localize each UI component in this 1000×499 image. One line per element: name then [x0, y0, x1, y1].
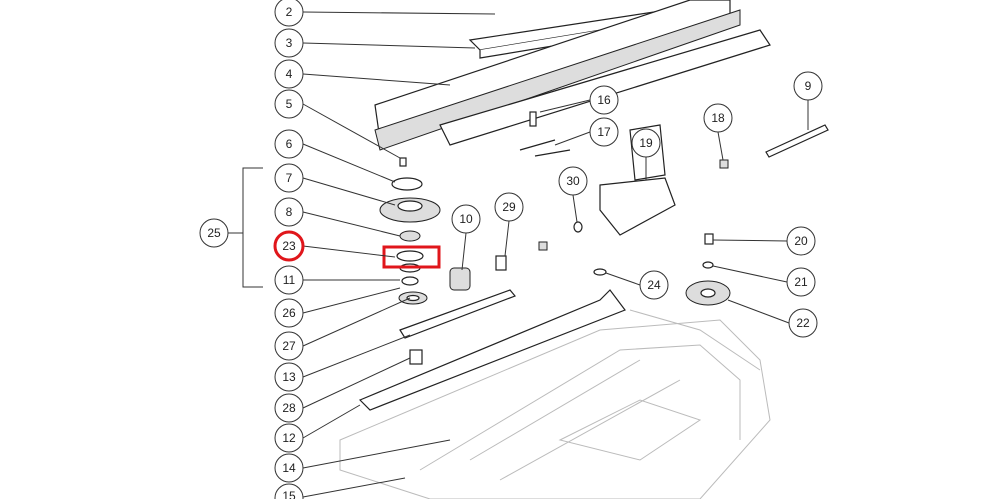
callout-17[interactable]: 17	[589, 117, 619, 147]
svg-text:11: 11	[283, 273, 296, 287]
svg-text:21: 21	[794, 275, 808, 289]
svg-text:22: 22	[796, 316, 810, 330]
callout-10[interactable]: 10	[451, 204, 481, 234]
callout-18[interactable]: 18	[703, 103, 733, 133]
callout-15[interactable]: 15	[274, 483, 304, 499]
svg-text:29: 29	[502, 200, 516, 214]
svg-text:8: 8	[286, 205, 293, 219]
callout-30[interactable]: 30	[558, 166, 588, 196]
svg-text:14: 14	[282, 461, 296, 475]
svg-text:2: 2	[286, 5, 293, 19]
svg-text:10: 10	[459, 212, 473, 226]
svg-text:4: 4	[286, 67, 293, 81]
sprocket-assembly	[358, 111, 829, 411]
callout-3[interactable]: 3	[274, 28, 304, 58]
callout-7[interactable]: 7	[274, 163, 304, 193]
svg-text:28: 28	[282, 401, 296, 415]
callout-26[interactable]: 26	[274, 298, 304, 328]
svg-text:25: 25	[207, 226, 221, 240]
callout-20[interactable]: 20	[786, 226, 816, 256]
callout-16[interactable]: 16	[589, 85, 619, 115]
svg-text:17: 17	[597, 125, 611, 139]
callout-14[interactable]: 14	[274, 453, 304, 483]
svg-text:20: 20	[794, 234, 808, 248]
chassis-frame	[339, 309, 771, 499]
callout-29[interactable]: 29	[494, 192, 524, 222]
svg-text:16: 16	[597, 93, 611, 107]
callout-5[interactable]: 5	[274, 89, 304, 119]
svg-text:5: 5	[286, 97, 293, 111]
callout-28[interactable]: 28	[274, 393, 304, 423]
callout-8[interactable]: 8	[274, 197, 304, 227]
callout-12[interactable]: 12	[274, 423, 304, 453]
callout-24[interactable]: 24	[639, 270, 669, 300]
svg-text:24: 24	[647, 278, 661, 292]
callout-21[interactable]: 21	[786, 267, 816, 297]
highlight-box-part-23	[382, 245, 441, 269]
svg-text:12: 12	[282, 431, 296, 445]
callout-13[interactable]: 13	[274, 362, 304, 392]
callout-11[interactable]: 11	[274, 265, 304, 295]
callout-27[interactable]: 27	[274, 331, 304, 361]
callout-22[interactable]: 22	[788, 308, 818, 338]
leader-lines	[302, 11, 809, 498]
callout-4[interactable]: 4	[274, 59, 304, 89]
svg-text:23: 23	[282, 239, 296, 253]
svg-text:3: 3	[286, 36, 293, 50]
svg-text:7: 7	[286, 171, 293, 185]
svg-text:27: 27	[282, 339, 296, 353]
group-bracket	[228, 167, 263, 288]
callout-6[interactable]: 6	[274, 129, 304, 159]
callout-2[interactable]: 2	[274, 0, 304, 27]
svg-text:15: 15	[282, 489, 296, 499]
svg-text:18: 18	[711, 111, 725, 125]
svg-text:6: 6	[286, 137, 293, 151]
svg-text:9: 9	[805, 79, 812, 93]
callout-19[interactable]: 19	[631, 128, 661, 158]
svg-text:26: 26	[282, 306, 296, 320]
svg-text:19: 19	[639, 136, 653, 150]
svg-text:30: 30	[566, 174, 580, 188]
callout-25[interactable]: 25	[199, 218, 229, 248]
svg-text:13: 13	[282, 370, 296, 384]
callout-23-highlighted[interactable]: 23	[273, 230, 305, 262]
callout-9[interactable]: 9	[793, 71, 823, 101]
